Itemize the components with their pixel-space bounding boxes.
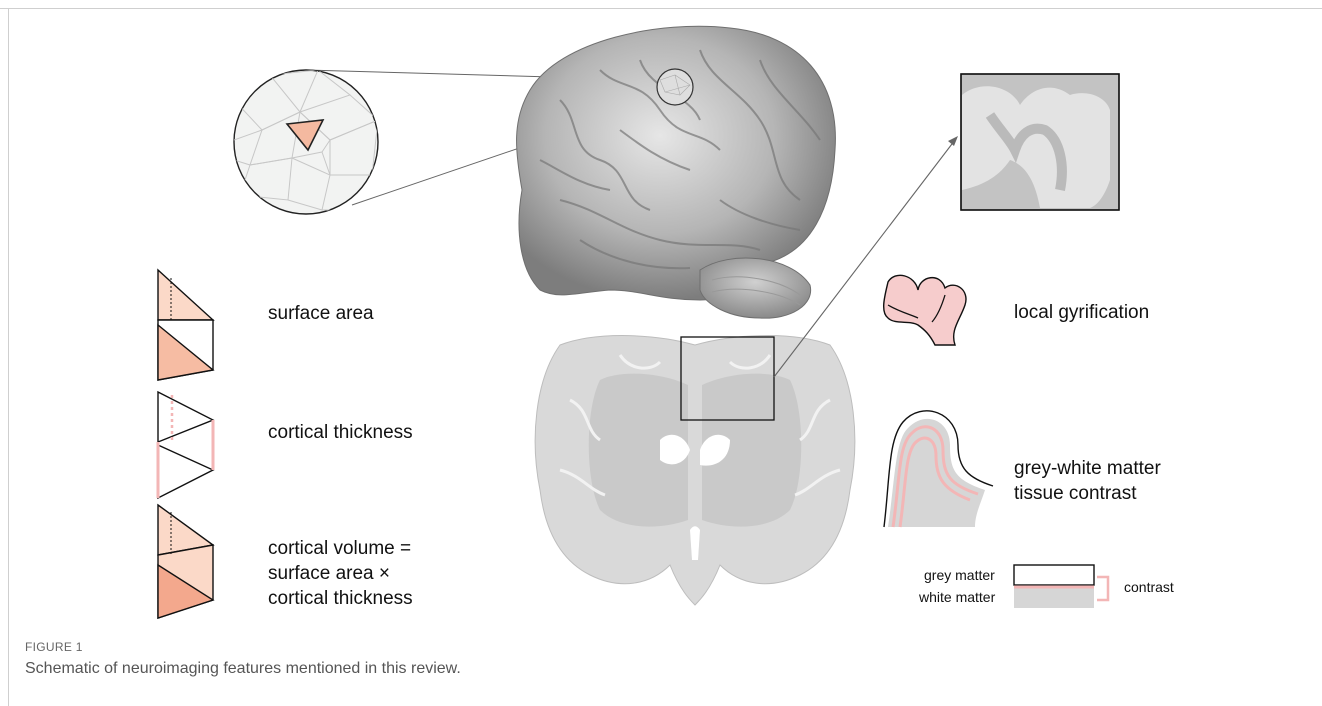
matter-legend	[1014, 565, 1108, 608]
tissue-zoom-square	[961, 74, 1119, 210]
label-tissue-contrast-line1: grey-white matter	[1014, 457, 1161, 481]
label-local-gyrification: local gyrification	[1014, 301, 1149, 325]
label-cortical-volume-line3: cortical thickness	[268, 587, 413, 611]
brain-coronal-slice	[535, 336, 855, 605]
figure-caption: Schematic of neuroimaging features menti…	[25, 660, 461, 678]
label-grey-matter: grey matter	[924, 567, 995, 583]
brain-lateral-view	[517, 26, 836, 318]
surface-area-icon	[158, 270, 213, 380]
label-contrast: contrast	[1124, 579, 1174, 595]
label-cortical-volume-line1: cortical volume =	[268, 537, 411, 561]
cortical-thickness-icon	[158, 392, 213, 498]
label-tissue-contrast-line2: tissue contrast	[1014, 482, 1137, 506]
tissue-contrast-icon	[884, 411, 993, 527]
white-matter-swatch	[1014, 588, 1094, 608]
surface-mesh-zoom	[234, 70, 378, 214]
label-white-matter: white matter	[919, 589, 995, 605]
cortical-volume-icon	[158, 505, 213, 618]
label-cortical-volume-line2: surface area ×	[268, 562, 390, 586]
contrast-bracket	[1097, 577, 1108, 600]
label-surface-area: surface area	[268, 302, 374, 326]
figure-number: FIGURE 1	[25, 640, 83, 654]
grey-matter-swatch	[1014, 565, 1094, 585]
label-cortical-thickness: cortical thickness	[268, 421, 413, 445]
local-gyrification-icon	[884, 275, 966, 345]
